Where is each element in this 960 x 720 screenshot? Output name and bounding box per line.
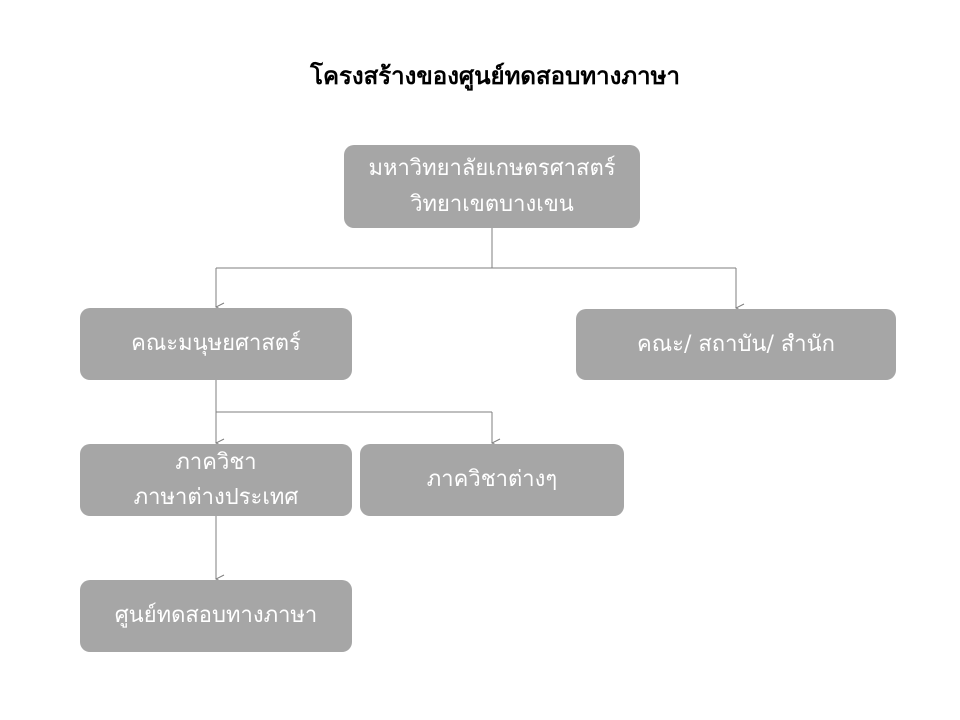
node-language-testing-center: ศูนย์ทดสอบทางภาษา: [80, 580, 352, 652]
node-faculties-label: คณะ/ สถาบัน/ สำนัก: [637, 331, 835, 357]
node-faculties-institutes-offices: คณะ/ สถาบัน/ สำนัก: [576, 309, 896, 380]
node-center-label: ศูนย์ทดสอบทางภาษา: [114, 603, 318, 629]
node-departments-label: ภาควิชาต่างๆ: [426, 467, 558, 493]
node-humanities-label: คณะมนุษยศาสตร์: [131, 331, 301, 357]
node-kasetsart-university: มหาวิทยาลัยเกษตรศาสตร์ วิทยาเขตบางเขน: [344, 145, 640, 228]
diagram-title: โครงสร้างของศูนย์ทดสอบทางภาษา: [310, 61, 680, 90]
node-foreign-line-1: ภาควิชา: [175, 449, 257, 475]
node-university-line-1: มหาวิทยาลัยเกษตรศาสตร์: [368, 156, 616, 182]
node-department-foreign-languages: ภาควิชา ภาษาต่างประเทศ: [80, 444, 352, 516]
node-other-departments: ภาควิชาต่างๆ: [360, 444, 624, 516]
node-university-line-2: วิทยาเขตบางเขน: [410, 191, 574, 217]
node-faculty-of-humanities: คณะมนุษยศาสตร์: [80, 308, 352, 380]
node-foreign-line-2: ภาษาต่างประเทศ: [133, 485, 299, 510]
